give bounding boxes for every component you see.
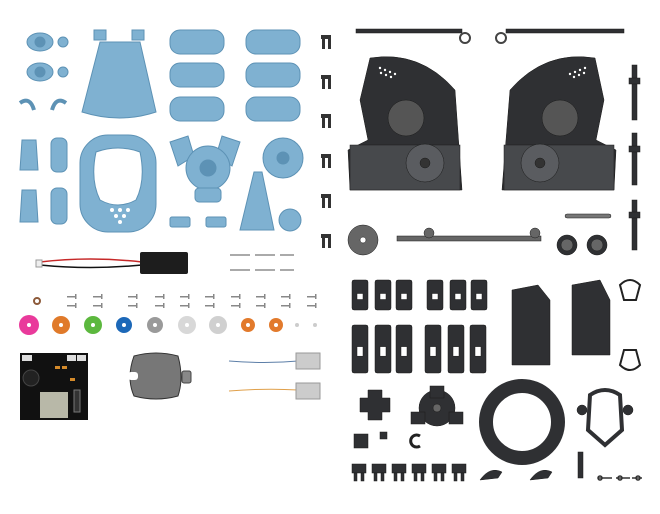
face-opening: [93, 147, 143, 206]
servo-housing-right: [501, 56, 617, 191]
screw: [155, 296, 164, 298]
face-dots: [110, 208, 130, 224]
screw: [256, 296, 265, 298]
arc-piece: [50, 98, 68, 111]
gear: [313, 323, 317, 327]
screw: [231, 296, 240, 298]
screw: [67, 305, 76, 307]
screw: [93, 305, 102, 307]
joint-piece: [26, 32, 69, 52]
gears: [19, 315, 317, 335]
limb-piece: [19, 139, 39, 171]
limb-piece: [50, 187, 68, 225]
small-clip: [351, 463, 367, 474]
joint-piece: [26, 62, 69, 82]
black-parts: [347, 28, 642, 482]
small-clip: [431, 463, 447, 474]
pin-piece: [577, 451, 584, 479]
cone-piece: [239, 171, 275, 231]
small-clip: [371, 463, 387, 474]
screw: [180, 296, 189, 298]
side-bracket: [571, 279, 611, 356]
left-clips: [321, 35, 331, 248]
chest-tab: [93, 29, 107, 41]
screw: [180, 305, 189, 307]
neck-mechanism: [169, 135, 241, 203]
small-bit: [205, 216, 227, 228]
small-disc: [278, 208, 302, 232]
small-clips: [351, 463, 467, 482]
hook-piece: [529, 470, 553, 481]
square-piece: [353, 433, 369, 449]
blue-parts: [18, 29, 304, 233]
control-board: [20, 353, 88, 420]
frame-piece: [576, 388, 634, 448]
rail: [355, 28, 463, 34]
motors: [228, 352, 321, 400]
ring-gear: [479, 379, 565, 465]
hook-piece: [479, 470, 503, 481]
battery-holder: [35, 252, 188, 274]
screw: [281, 305, 290, 307]
small-bit: [169, 216, 191, 228]
face-plate: [128, 352, 192, 400]
chest-plate: [81, 41, 157, 119]
screw: [281, 296, 290, 298]
screw: [93, 296, 102, 298]
c-clip: [409, 433, 421, 449]
claw: [618, 279, 642, 301]
screw: [128, 305, 137, 307]
servo-housing-left: [347, 56, 463, 191]
claw: [618, 349, 642, 371]
screw: [205, 305, 214, 307]
limb-piece: [19, 189, 39, 223]
link-pieces: [597, 475, 642, 481]
screw: [67, 296, 76, 298]
small-clip: [411, 463, 427, 474]
screws: [67, 294, 317, 308]
screw: [307, 305, 316, 307]
screw: [205, 296, 214, 298]
screw: [256, 305, 265, 307]
arc-piece: [18, 98, 36, 111]
small-clip: [391, 463, 407, 474]
small-bar: [564, 213, 612, 219]
round-plate-hub: [276, 151, 290, 165]
gear: [295, 323, 299, 327]
chest-tab: [131, 29, 145, 41]
screw: [128, 296, 137, 298]
cross-piece: [359, 389, 391, 421]
arm-pieces: [169, 29, 301, 122]
side-bracket: [511, 284, 551, 366]
bracket-clips: [351, 279, 488, 374]
tri-disc: [410, 385, 464, 427]
gray-rods: [230, 254, 294, 271]
washer: [33, 297, 41, 305]
limb-piece: [50, 137, 68, 173]
small-clip: [451, 463, 467, 474]
screw: [155, 305, 164, 307]
link-bar: [396, 235, 542, 242]
screw: [307, 296, 316, 298]
shafts: [628, 64, 641, 251]
rail: [505, 28, 625, 34]
screw: [231, 305, 240, 307]
